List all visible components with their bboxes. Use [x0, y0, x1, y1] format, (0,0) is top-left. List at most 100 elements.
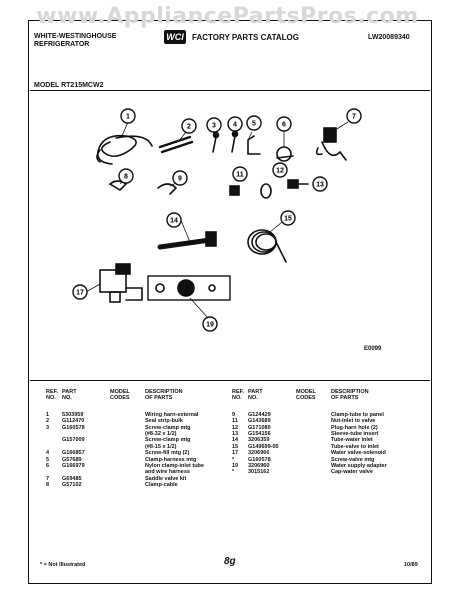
- harness-plug-part: [260, 183, 272, 199]
- parts-table-left: REF. NO. PART NO. MODEL CODES DESCRIPTIO…: [46, 389, 233, 489]
- table-row: (#8-32 x 1/2): [145, 431, 177, 438]
- header-brand-block: WHITE-WESTINGHOUSE REFRIGERATOR: [34, 33, 144, 49]
- callout-1: 1: [120, 108, 136, 124]
- callout-8: 8: [118, 168, 134, 184]
- callout-13: 13: [312, 176, 328, 192]
- seal-strip-part: [158, 135, 194, 154]
- svg-text:2: 2: [187, 124, 191, 131]
- parts-table-right: REF. NO. PART NO. MODEL CODES DESCRIPTIO…: [232, 389, 419, 476]
- header-desc: DESCRIPTION OF PARTS: [145, 389, 183, 402]
- table-header-row: REF. NO. PART NO. MODEL CODES DESCRIPTIO…: [232, 389, 419, 402]
- svg-text:19: 19: [206, 322, 214, 329]
- callout-3: 3: [206, 117, 222, 133]
- svg-text:1: 1: [126, 114, 130, 121]
- divider-table: [30, 380, 430, 381]
- catalog-title: FACTORY PARTS CATALOG: [192, 33, 299, 42]
- figure-code: E0099: [364, 346, 382, 352]
- screw-part-4: [231, 130, 239, 153]
- svg-text:15: 15: [284, 216, 292, 223]
- leader-line: [189, 297, 209, 319]
- brand-name: WHITE-WESTINGHOUSE: [34, 33, 117, 40]
- header-ref: REF. NO.: [232, 389, 244, 402]
- callout-4: 4: [227, 116, 243, 132]
- leader-line: [85, 283, 101, 293]
- leader-line: [247, 131, 253, 141]
- header-ref: REF. NO.: [46, 389, 58, 402]
- svg-text:13: 13: [316, 182, 324, 189]
- svg-text:11: 11: [236, 172, 244, 179]
- leader-line: [331, 121, 349, 133]
- wci-logo: WCI: [164, 30, 186, 44]
- product-name: REFRIGERATOR: [34, 41, 90, 48]
- wiring-harness-part: [96, 134, 153, 165]
- callout-17: 17: [72, 284, 88, 300]
- callout-9: 9: [172, 170, 188, 186]
- header-desc: DESCRIPTION OF PARTS: [331, 389, 369, 402]
- table-row: and wire harness: [145, 469, 190, 476]
- supply-adapter-part: [147, 275, 231, 301]
- divider-top: [30, 90, 430, 91]
- callout-7: 7: [346, 108, 362, 124]
- saddle-valve-part: [315, 127, 347, 161]
- inlet-nut-part: [229, 185, 240, 196]
- tube-clamp-part: [157, 183, 178, 195]
- callout-14: 14: [166, 212, 182, 228]
- callout-6: 6: [276, 116, 292, 132]
- callout-15: 15: [280, 210, 296, 226]
- nylon-clamp-part: [276, 146, 294, 162]
- leader-line: [179, 217, 191, 243]
- svg-text:8: 8: [124, 174, 128, 181]
- callout-5: 5: [246, 115, 262, 131]
- leader-line: [269, 221, 283, 233]
- callout-2: 2: [181, 118, 197, 134]
- table-row: (#8-15 x 1/2): [145, 443, 177, 450]
- page-number: 8g: [224, 556, 236, 567]
- svg-text:3: 3: [212, 123, 216, 130]
- leader-line: [177, 131, 187, 143]
- table-header-row: REF. NO. PART NO. MODEL CODES DESCRIPTIO…: [46, 389, 233, 402]
- header-model: MODEL CODES: [110, 389, 130, 402]
- svg-text:12: 12: [276, 168, 284, 175]
- revision-date: 10/89: [404, 562, 418, 568]
- parts-exploded-diagram: 1 2 3 4 5 6 7 8 9 11 12 13 14 15 17 19: [72, 108, 362, 332]
- footnote: * = Not Illustrated: [40, 562, 86, 568]
- solenoid-valve-part: [99, 263, 143, 303]
- svg-text:14: 14: [170, 218, 178, 225]
- header-part: PART NO.: [248, 389, 263, 402]
- svg-text:4: 4: [233, 122, 237, 129]
- water-inlet-tube-part: [157, 231, 217, 250]
- header-part: PART NO.: [62, 389, 77, 402]
- callout-12: 12: [272, 162, 288, 178]
- header-model: MODEL CODES: [296, 389, 316, 402]
- coiled-tube-part: [247, 229, 287, 263]
- tube-sleeve-part: [287, 179, 309, 189]
- cable-clamp-part: [108, 180, 128, 192]
- leader-line: [121, 121, 129, 137]
- callout-19: 19: [202, 316, 218, 332]
- catalog-page-frame: [28, 20, 432, 584]
- svg-text:5: 5: [252, 121, 256, 128]
- harness-clamp-part: [247, 135, 261, 155]
- svg-text:9: 9: [178, 176, 182, 183]
- model-line: MODEL RT215MCW2: [34, 82, 104, 89]
- callout-11: 11: [232, 166, 248, 182]
